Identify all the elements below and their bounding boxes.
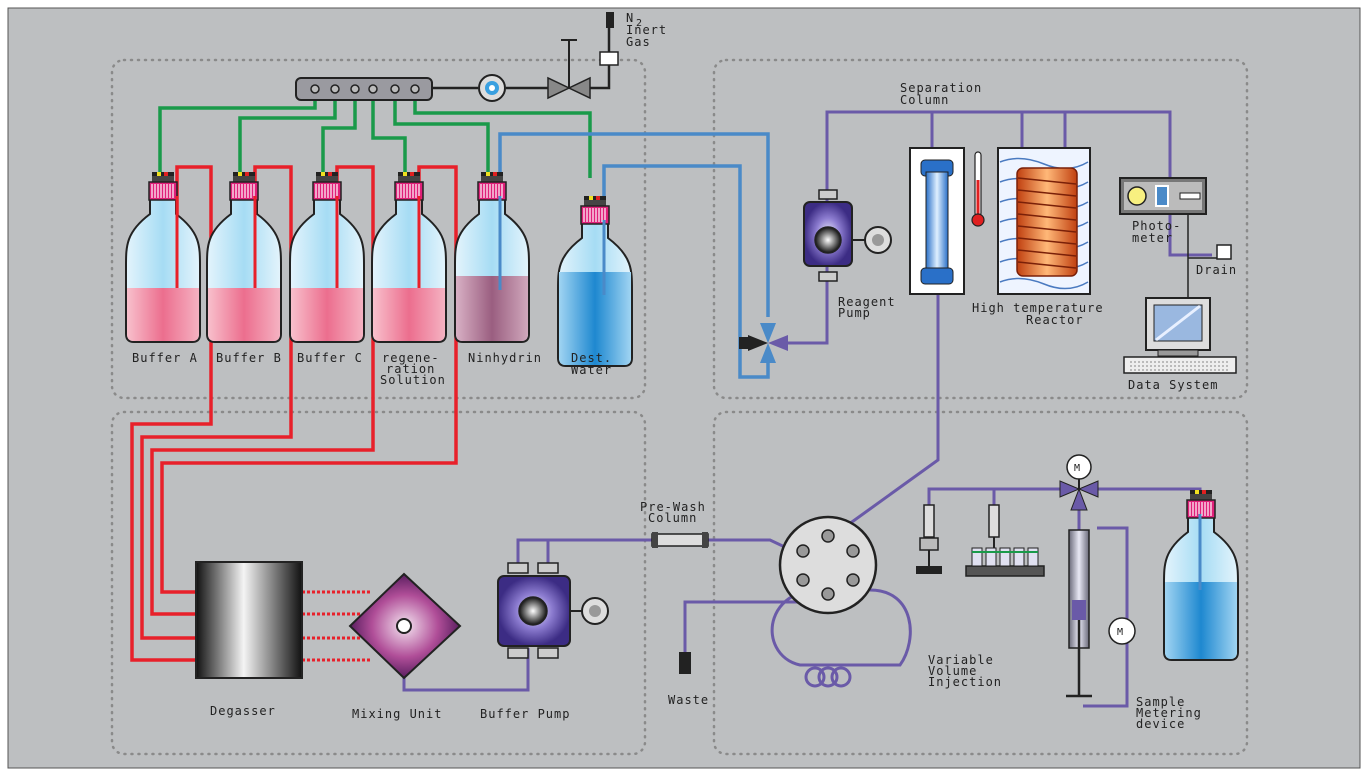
bottle-buffer-c [289, 171, 365, 343]
bottle-wash [1163, 489, 1239, 661]
label-injection-line1: Variable [928, 653, 994, 667]
label-water-line2: Water [571, 363, 612, 377]
label-regen-line2: ration [386, 362, 435, 376]
photometer [1119, 177, 1207, 215]
high-temperature-reactor [997, 147, 1091, 295]
label-drain: Drain [1196, 263, 1237, 277]
gas-valve [547, 39, 591, 100]
label-buffer-c: Buffer C [297, 351, 363, 365]
label-reagent-line1: Reagent [838, 295, 896, 309]
separation-column [909, 147, 965, 295]
reagent-pump [803, 189, 892, 282]
bottle-ninhydrin [454, 171, 530, 343]
bottle-buffer-b [206, 171, 282, 343]
gas-cylinder-icon [606, 12, 614, 28]
pre-wash-column [651, 532, 709, 548]
label-sample-line2: Metering [1136, 706, 1202, 720]
pressure-gauge [478, 74, 506, 102]
label-buffer-b: Buffer B [216, 351, 282, 365]
label-ninhydrin: Ninhydrin [468, 351, 542, 365]
label-photo-line1: Photo- [1132, 219, 1181, 233]
label-sample-line1: Sample [1136, 695, 1185, 709]
injection-needle [916, 504, 942, 574]
label-data-system: Data System [1128, 378, 1218, 392]
waste-container [679, 652, 691, 674]
section-borders [110, 58, 1249, 756]
gas-label-line2: Gas [626, 35, 651, 49]
label-prewash-line1: Pre-Wash [640, 500, 706, 514]
thermometer-icon [971, 151, 985, 227]
label-injection-line3: Injection [928, 675, 1002, 689]
gas-label-sub: 2 [636, 18, 642, 29]
label-buffer-pump: Buffer Pump [480, 707, 570, 721]
gas-manifold [295, 77, 433, 101]
autosampler-tray [965, 504, 1045, 577]
sample-syringe: M [1066, 529, 1136, 698]
label-prewash-line2: Column [648, 511, 697, 525]
data-system-computer [1123, 297, 1237, 374]
label-sep-line1: Separation [900, 81, 982, 95]
motor-m-label-top: M [1074, 463, 1080, 474]
bottle-dest-water [557, 195, 633, 367]
label-injection-line2: Volume [928, 664, 977, 678]
sample-loop [804, 666, 852, 688]
label-regen-line1: regene- [382, 351, 440, 365]
label-sample-line3: device [1136, 717, 1185, 731]
gas-regulator [599, 51, 619, 66]
label-water-line1: Dest. [571, 351, 612, 365]
motor-valve: M [1059, 454, 1099, 511]
label-reagent-line2: Pump [838, 306, 871, 320]
label-photo-line2: meter [1132, 231, 1173, 245]
label-reactor-line1: High temperature [972, 301, 1104, 315]
mixing-unit [348, 572, 462, 680]
three-way-valve [739, 323, 788, 363]
label-reactor-line2: Reactor [1026, 313, 1084, 327]
bottle-buffer-a [125, 171, 201, 343]
label-mixing-unit: Mixing Unit [352, 707, 442, 721]
red-lines [130, 165, 458, 662]
drain-port [1216, 244, 1232, 260]
motor-m-label-syringe: M [1117, 627, 1123, 638]
label-buffer-a: Buffer A [132, 351, 198, 365]
label-waste: Waste [668, 693, 709, 707]
purple-lines [402, 110, 1212, 708]
buffer-pump [497, 562, 609, 659]
gas-label-n: N [626, 11, 634, 25]
label-sep-line2: Column [900, 93, 949, 107]
bottle-regeneration-solution [371, 171, 447, 343]
gas-label-line1: Inert [626, 23, 667, 37]
degasser [195, 561, 303, 679]
label-degasser: Degasser [210, 704, 276, 718]
injection-valve [778, 515, 878, 615]
label-regen-line3: Solution [380, 373, 446, 387]
